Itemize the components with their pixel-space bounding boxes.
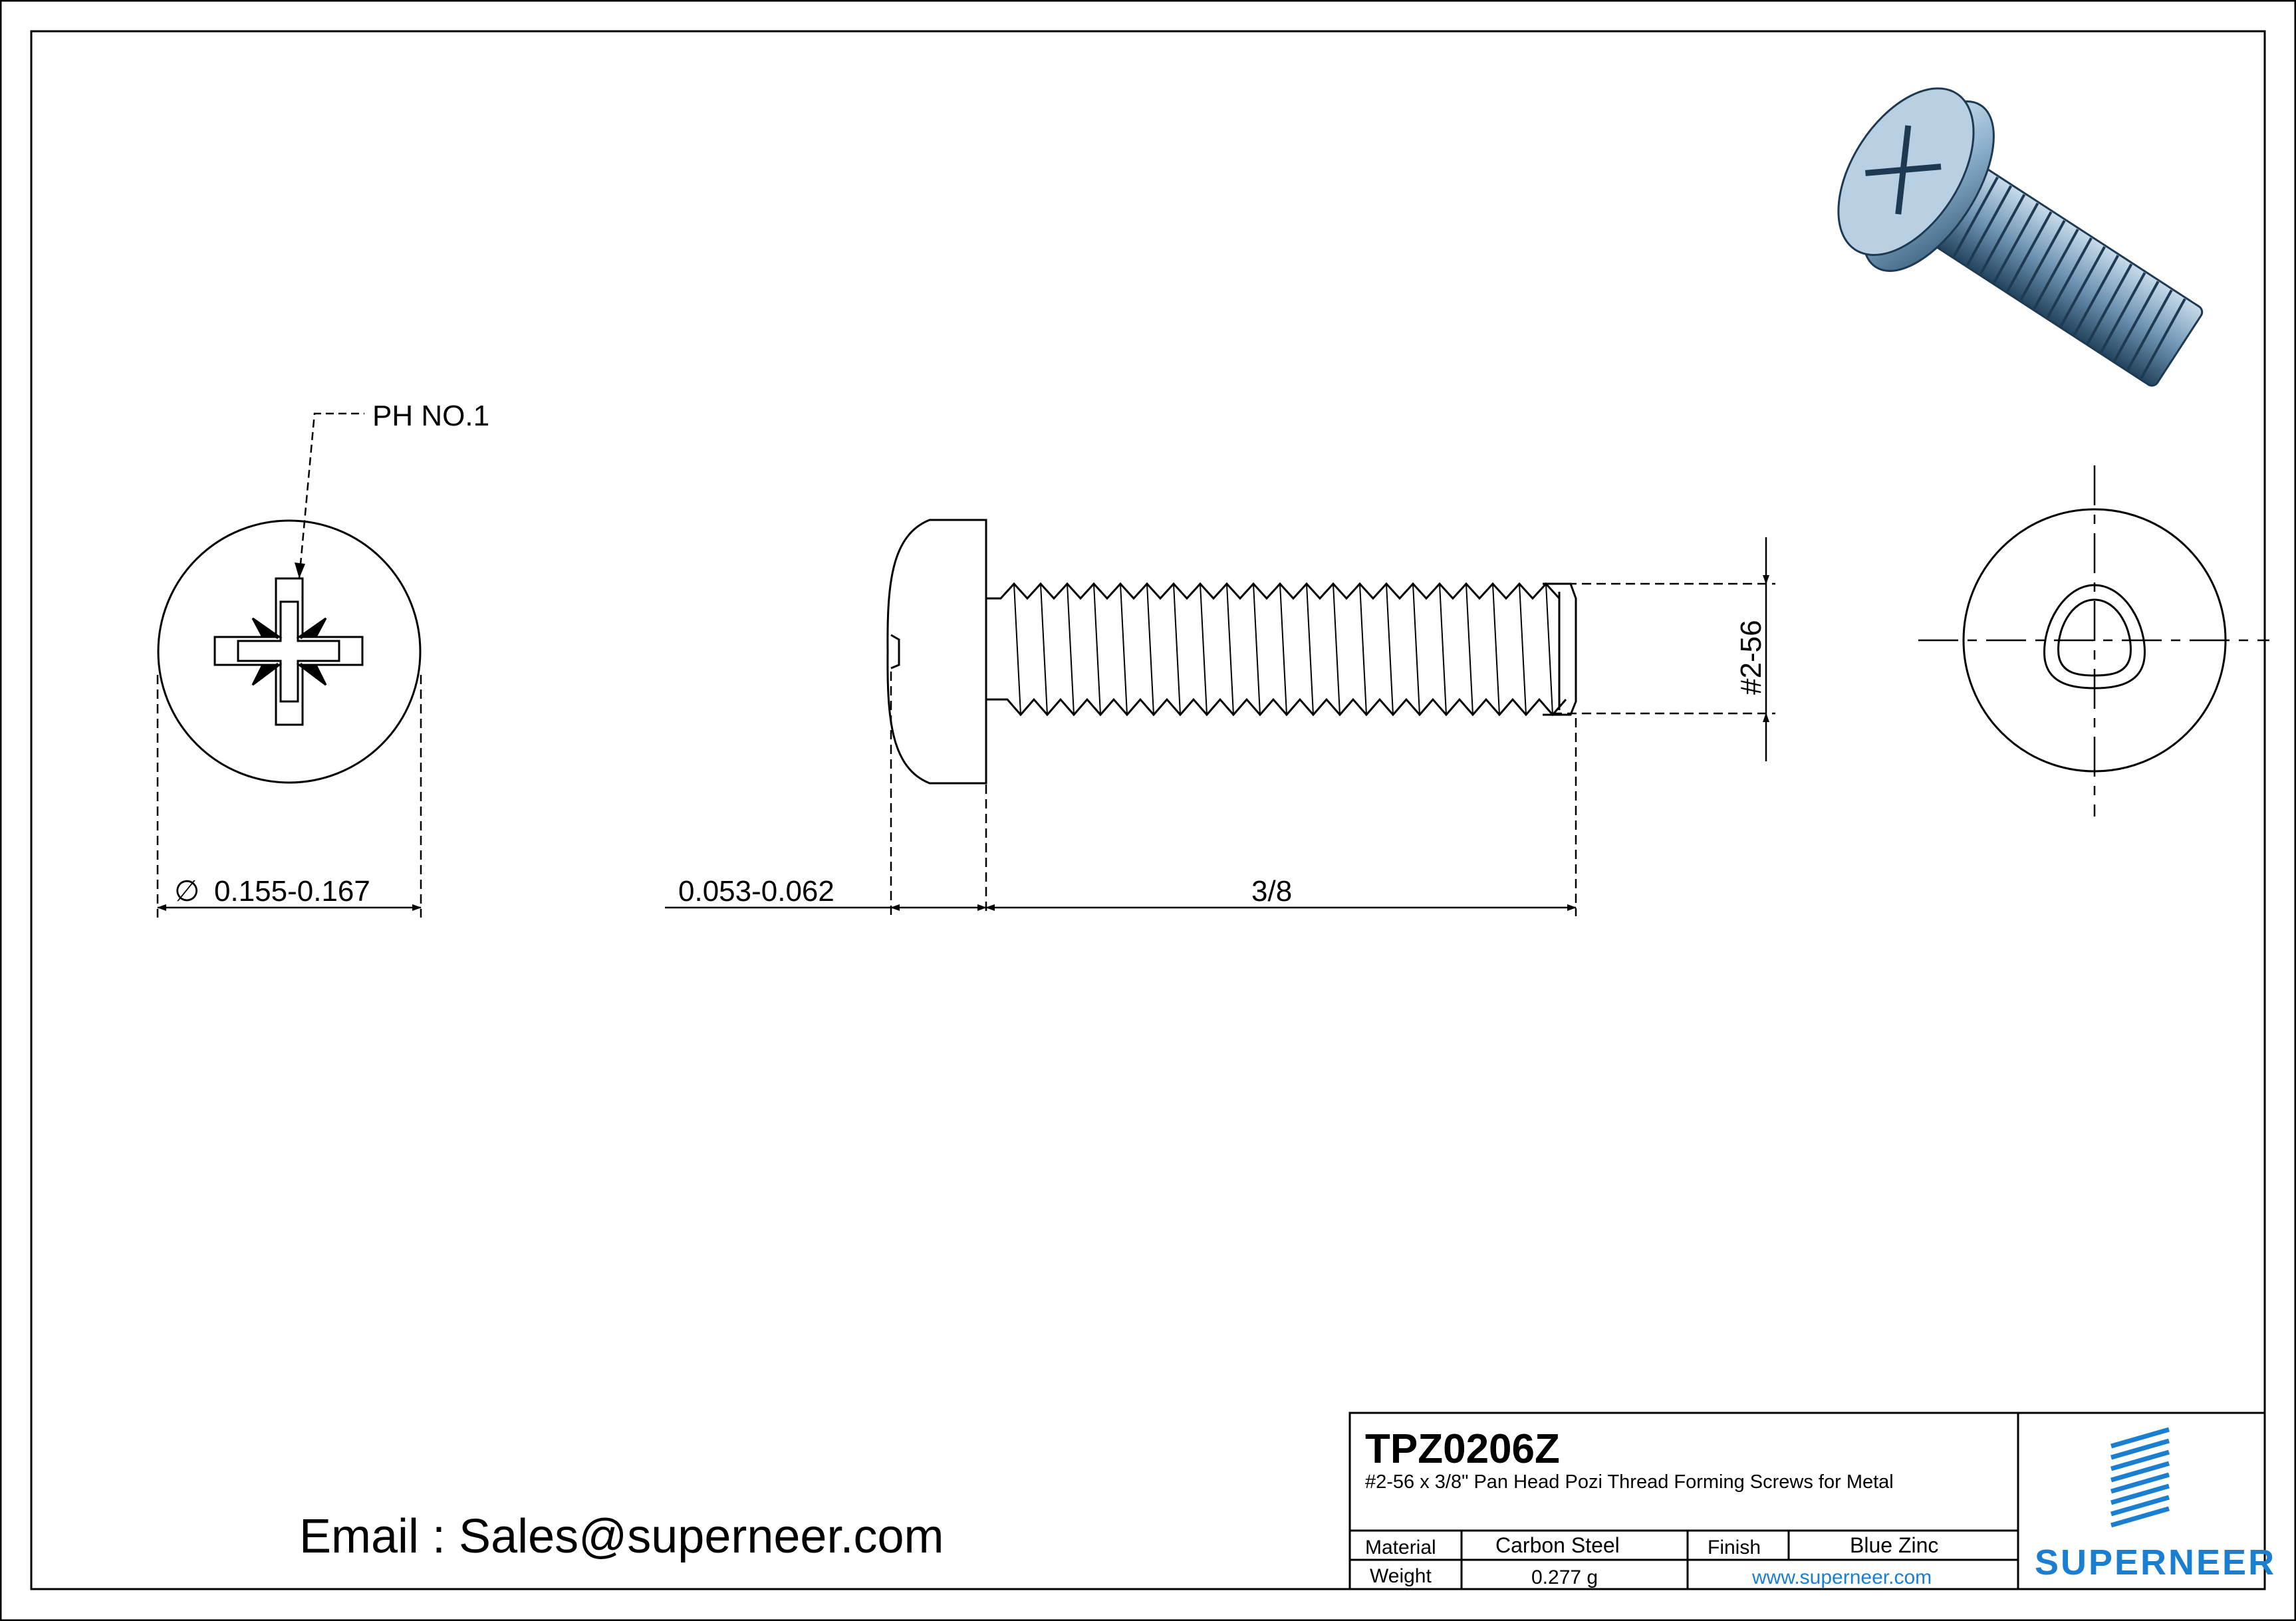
iso-thread-ring xyxy=(1979,193,2026,275)
head-diameter-value: 0.155-0.167 xyxy=(214,875,370,908)
iso-thread-ring xyxy=(2019,219,2066,301)
iso-thread-ring xyxy=(2033,229,2079,310)
thread-size-label: #2-56 xyxy=(1735,620,1767,695)
thread-helix-line xyxy=(1173,583,1181,715)
weight-label: Weight xyxy=(1370,1565,1432,1587)
head-top-view: PH NO.1 xyxy=(157,400,489,784)
thread-helix-line xyxy=(1492,583,1500,715)
part-description: #2-56 x 3/8" Pan Head Pozi Thread Formin… xyxy=(1365,1471,1894,1493)
part-number: TPZ0206Z xyxy=(1365,1426,1560,1472)
material-value: Carbon Steel xyxy=(1495,1533,1620,1557)
thread-helix-line xyxy=(1306,583,1314,715)
head-height-value: 0.053-0.062 xyxy=(678,875,834,908)
brand-name: SUPERNEER xyxy=(2035,1543,2276,1582)
pozi-recess-3d-icon xyxy=(1865,125,1942,215)
contact-email[interactable]: Email : Sales@superneer.com xyxy=(299,1510,944,1563)
website-link[interactable]: www.superneer.com xyxy=(1751,1566,1932,1588)
thread-helix-line xyxy=(1439,583,1447,715)
iso-thread-ring xyxy=(2086,263,2133,344)
thread-helix-line xyxy=(1067,583,1075,715)
iso-thread-ring xyxy=(2140,298,2186,380)
iso-thread-ring xyxy=(2113,281,2160,362)
thread-crest-top xyxy=(986,582,1561,600)
thread-helix-line xyxy=(1253,583,1261,715)
iso-thread-ring xyxy=(2100,272,2146,353)
iso-thread-ring xyxy=(1993,202,2039,284)
recess-callout: PH NO.1 xyxy=(372,400,489,432)
length-value: 3/8 xyxy=(1251,875,1292,908)
iso-thread-ring xyxy=(1952,176,1999,258)
thread-helix-line xyxy=(1466,583,1473,715)
thread-helix-line xyxy=(1333,583,1340,715)
weight-value: 0.277 g xyxy=(1531,1566,1598,1588)
thread-profile xyxy=(986,582,1567,717)
thread-helix-line xyxy=(1386,583,1394,715)
iso-thread-ring xyxy=(2059,246,2106,327)
finish-label: Finish xyxy=(1708,1537,1761,1559)
diameter-symbol: ∅ xyxy=(174,875,199,908)
recess-leader-line xyxy=(298,412,364,579)
iso-thread-ring xyxy=(2046,237,2093,318)
thread-helix-line xyxy=(1200,583,1208,715)
iso-thread-ring xyxy=(1966,185,2013,267)
thread-helix-line xyxy=(1120,583,1128,715)
thread-helix-line xyxy=(1226,583,1234,715)
iso-thread-ring xyxy=(2073,255,2120,336)
thread-helix-line xyxy=(1359,583,1367,715)
thread-helix-line xyxy=(1519,583,1527,715)
length-dimensions xyxy=(665,672,1577,916)
screw-end-view xyxy=(1918,465,2269,816)
thread-helix-line xyxy=(1040,583,1048,715)
thread-helix-line xyxy=(1279,583,1287,715)
finish-value: Blue Zinc xyxy=(1850,1533,1938,1557)
thread-helix-line xyxy=(1545,583,1553,715)
thread-helix-line xyxy=(1013,583,1021,715)
thread-size-dimension xyxy=(1553,537,1775,761)
screw-side-view xyxy=(886,519,1577,785)
inner-border xyxy=(30,30,2266,1590)
thread-helix-line xyxy=(1146,583,1154,715)
iso-thread-ring xyxy=(2006,211,2053,293)
material-label: Material xyxy=(1365,1537,1436,1559)
superneer-logo-icon xyxy=(2110,1427,2170,1528)
thread-crest-bottom xyxy=(986,697,1567,717)
iso-thread-ring xyxy=(2126,289,2173,370)
title-block xyxy=(1348,1412,2266,1590)
screw-3d-render xyxy=(1837,87,2204,387)
thread-helix-line xyxy=(1093,583,1101,715)
pozi-recess-icon xyxy=(213,577,364,726)
head-diameter-dimension xyxy=(156,675,422,918)
thread-helix-line xyxy=(1412,583,1420,715)
